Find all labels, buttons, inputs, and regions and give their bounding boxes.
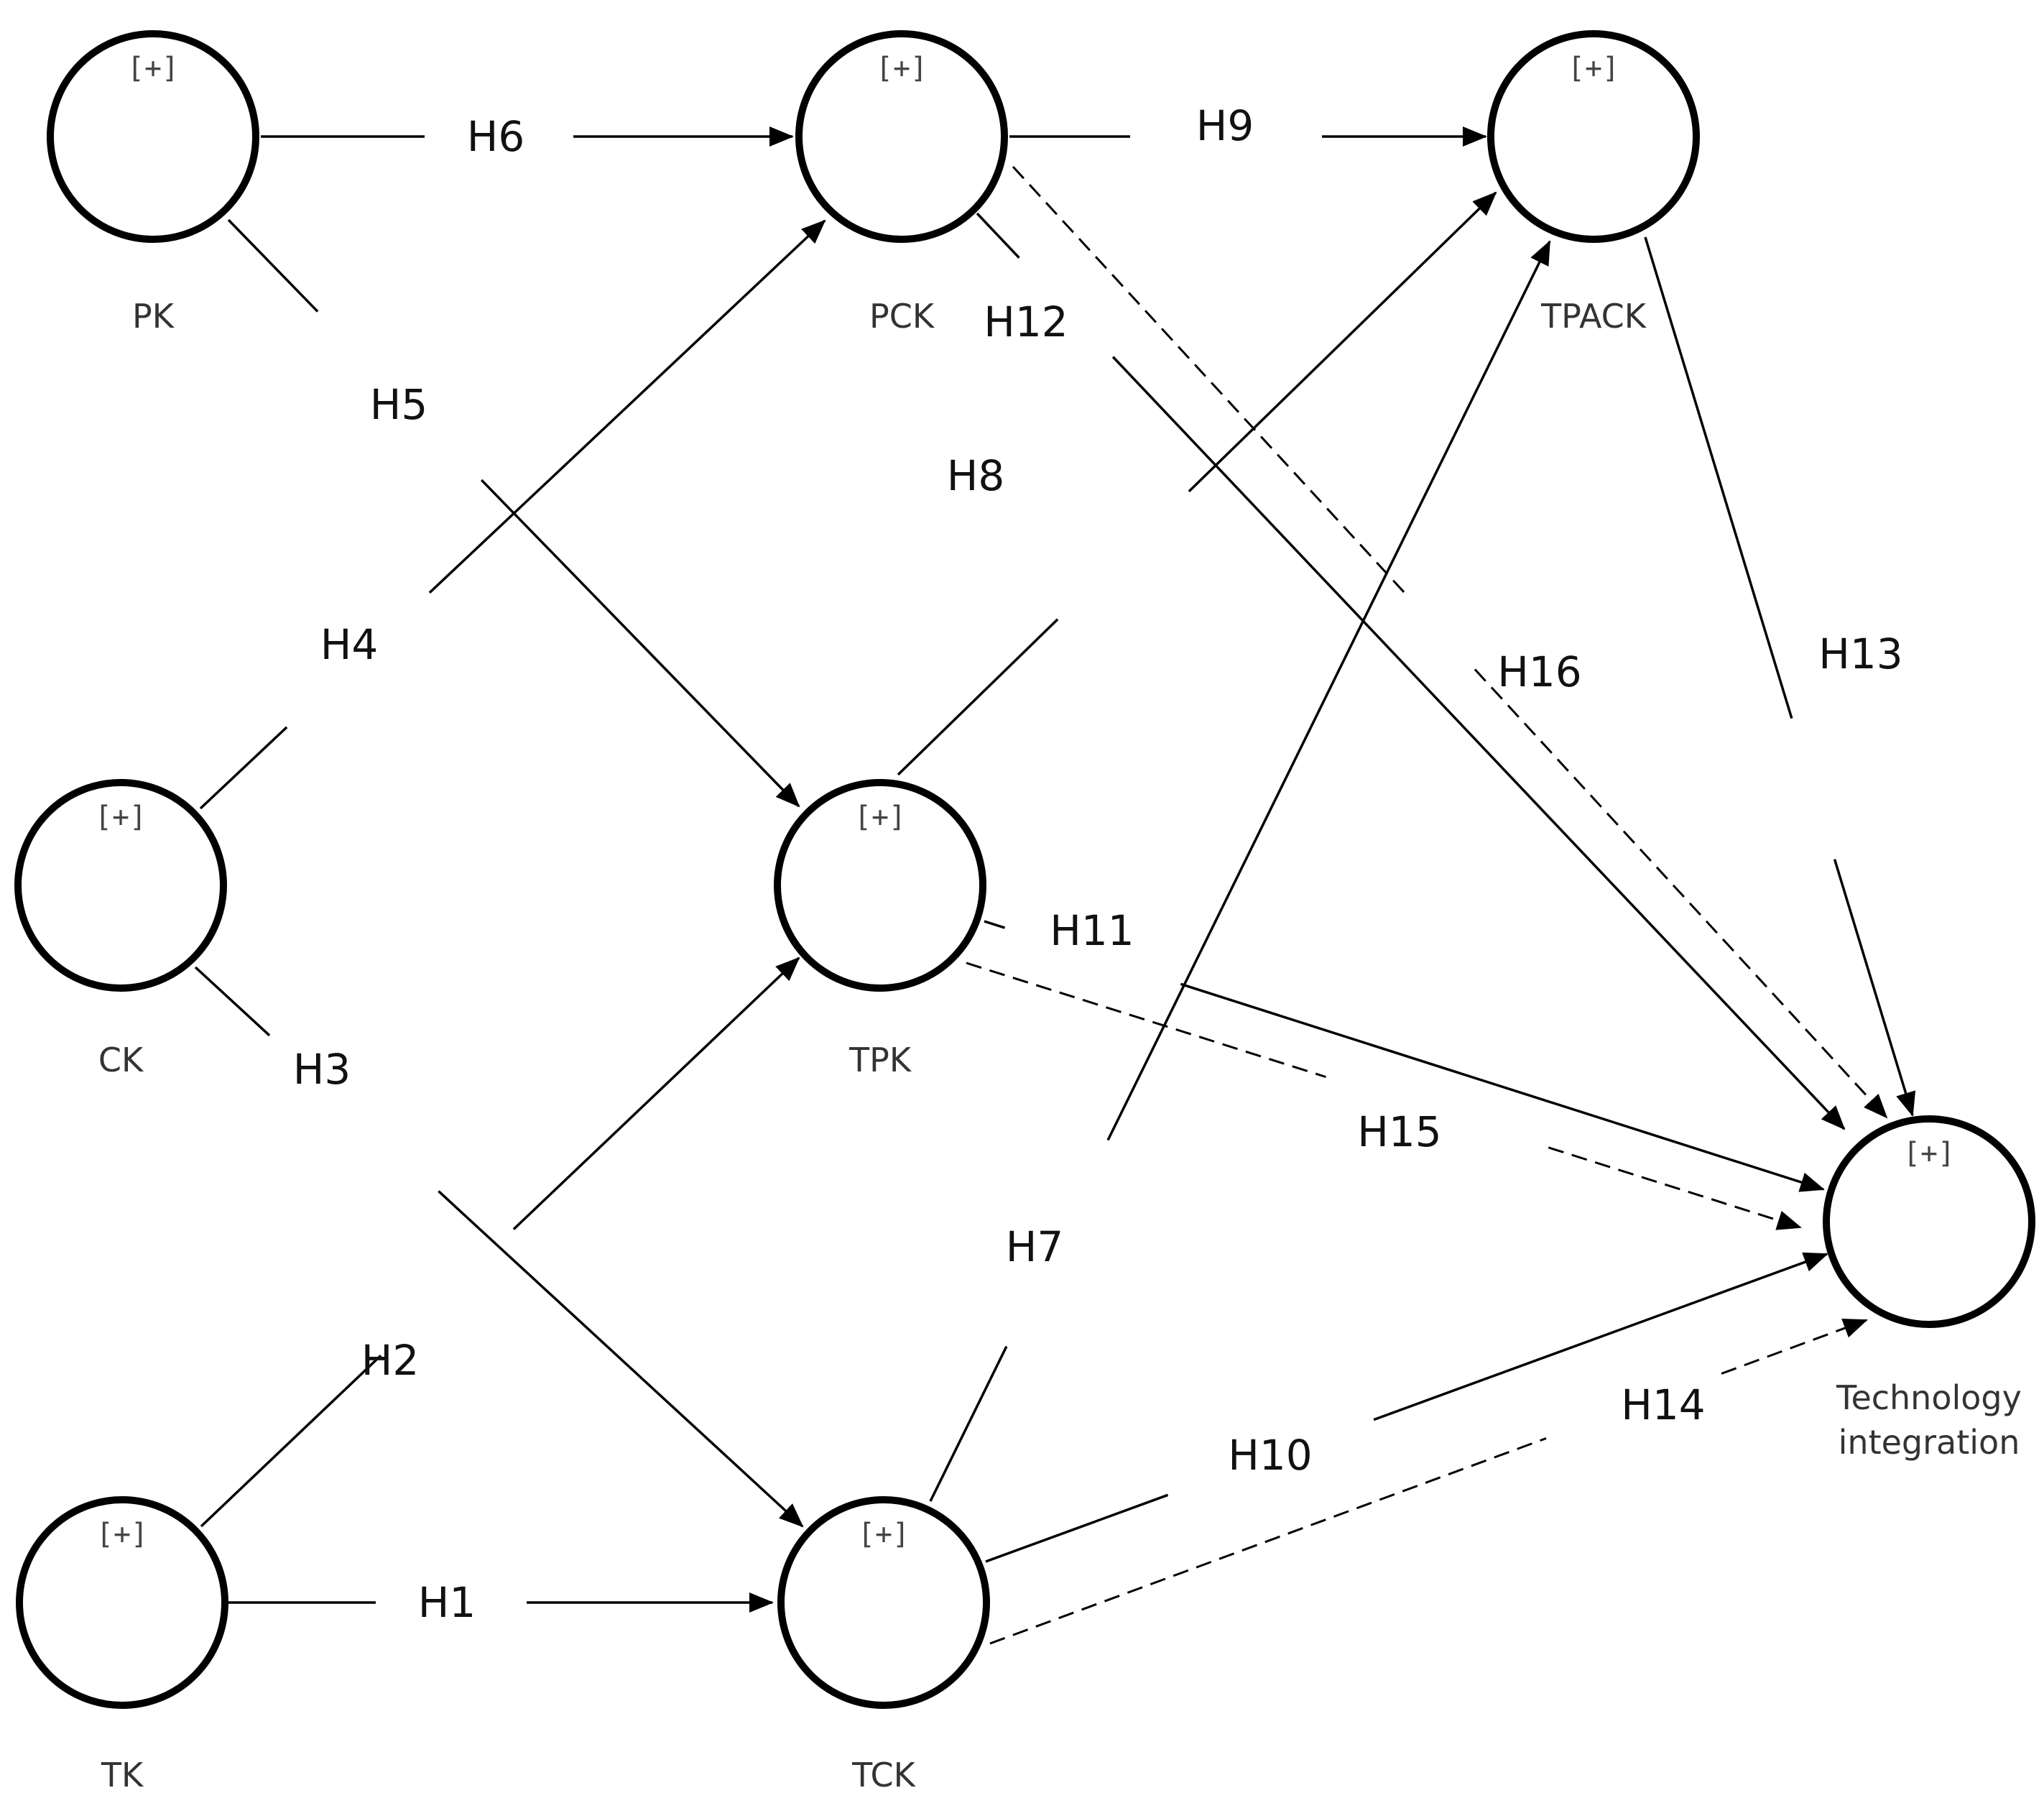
edge-h12-tail <box>976 212 1020 259</box>
edge-h5-tail <box>227 218 319 313</box>
node-tck: [+] TCK <box>777 1496 990 1794</box>
edge-h2: H2 <box>200 956 800 1528</box>
expand-marker[interactable]: [+] <box>127 52 179 85</box>
node-label-ck: CK <box>98 1041 144 1079</box>
node-circle-tck <box>777 1496 990 1709</box>
edge-h9: H9 <box>1009 101 1487 150</box>
edge-h5-head <box>480 479 800 808</box>
hypothesis-label-h13: H13 <box>1818 630 1902 678</box>
edge-h5: H5 <box>227 218 800 808</box>
edge-h8: H8 <box>897 191 1497 776</box>
edge-h11: H11 <box>984 906 1825 1192</box>
expand-marker[interactable]: [+] <box>876 52 928 85</box>
edge-h11-head <box>1180 982 1825 1192</box>
edge-h16: H16 <box>1012 165 1888 1119</box>
edge-h7: H7 <box>929 240 1551 1502</box>
hypothesis-label-h5: H5 <box>370 380 428 429</box>
node-circle-tpack <box>1487 30 1700 243</box>
hypothesis-label-h6: H6 <box>467 112 525 161</box>
edge-h8-head <box>1188 191 1497 493</box>
hypothesis-label-h4: H4 <box>320 620 379 669</box>
hypothesis-label-h11: H11 <box>1050 906 1134 955</box>
node-label-ti-line-1: Technology <box>1836 1378 2022 1417</box>
edge-h15: H15 <box>966 962 1802 1230</box>
node-pck: [+] PCK <box>795 30 1008 336</box>
node-circle-tpk <box>774 779 986 992</box>
edge-h7-tail <box>929 1345 1008 1502</box>
node-label-tpack: TPACK <box>1540 297 1647 336</box>
node-label-tck: TCK <box>851 1756 917 1794</box>
edge-h12: H12 <box>976 212 1846 1130</box>
edge-h14: H14 <box>989 1318 1868 1645</box>
node-pk: [+] PK <box>47 30 259 336</box>
node-ck: [+] CK <box>14 779 227 1079</box>
expand-marker[interactable]: [+] <box>1903 1137 1955 1170</box>
edge-h14-tail <box>989 1437 1547 1645</box>
node-label-ti-line-2: integration <box>1839 1423 2020 1462</box>
edge-h3-head <box>438 1190 804 1528</box>
edge-h3: H3 <box>194 966 804 1528</box>
hypothesis-label-h8: H8 <box>947 451 1005 500</box>
node-tpk: [+] TPK <box>774 779 986 1079</box>
hypothesis-label-h2: H2 <box>361 1336 420 1385</box>
edge-h13-head <box>1833 859 1916 1117</box>
edge-h2-tail <box>200 1355 382 1528</box>
expand-marker[interactable]: [+] <box>854 801 906 834</box>
edge-h15-head <box>1548 1146 1802 1230</box>
hypothesis-label-h14: H14 <box>1621 1380 1705 1429</box>
edge-h13: H13 <box>1644 236 1916 1117</box>
hypothesis-label-h12: H12 <box>984 298 1068 346</box>
edge-h4: H4 <box>199 219 826 810</box>
edge-h15-tail <box>966 962 1326 1079</box>
node-tpack: [+] TPACK <box>1487 30 1700 336</box>
hypothesis-label-h9: H9 <box>1196 101 1254 150</box>
edge-h6: H6 <box>261 112 794 161</box>
node-circle-pck <box>795 30 1008 243</box>
hypothesis-label-h16: H16 <box>1497 647 1581 696</box>
edge-h11-tail <box>984 920 1006 929</box>
expand-marker[interactable]: [+] <box>1568 52 1619 85</box>
expand-marker[interactable]: [+] <box>95 801 147 834</box>
edge-h8-tail <box>897 618 1059 776</box>
edge-h2-head <box>512 956 800 1230</box>
node-circle-tk <box>16 1496 228 1709</box>
node-ti: [+] Technology integration <box>1823 1115 2035 1462</box>
edge-h4-tail <box>199 726 288 810</box>
edge-h12-head <box>1111 356 1846 1130</box>
node-label-tk: TK <box>101 1756 144 1794</box>
hypothesis-label-h1: H1 <box>418 1578 476 1627</box>
hypothesis-label-h3: H3 <box>293 1045 351 1094</box>
node-circle-ck <box>14 779 227 992</box>
nodes-layer: [+] PK [+] PCK [+] TPACK [+] CK [+] TPK [+] TK [+] TC… <box>14 30 2035 1794</box>
expand-marker[interactable]: [+] <box>96 1518 148 1551</box>
edge-h16-head <box>1474 668 1888 1119</box>
edge-h13-tail <box>1644 236 1793 719</box>
node-label-tpk: TPK <box>848 1041 912 1079</box>
node-circle-pk <box>47 30 259 243</box>
edge-h16-tail <box>1012 165 1408 596</box>
hypothesis-label-h10: H10 <box>1228 1431 1312 1480</box>
expand-marker[interactable]: [+] <box>858 1518 910 1551</box>
node-label-pck: PCK <box>869 297 935 336</box>
edge-h7-head <box>1106 240 1551 1141</box>
node-circle-ti <box>1823 1115 2035 1328</box>
edge-h10-head <box>1373 1252 1828 1421</box>
hypothesis-label-h7: H7 <box>1006 1222 1064 1271</box>
node-tk: [+] TK <box>16 1496 228 1794</box>
edge-h10-tail <box>985 1493 1169 1563</box>
edge-h10: H10 <box>985 1252 1828 1563</box>
edge-h14-head <box>1721 1318 1868 1375</box>
hypothesis-label-h15: H15 <box>1357 1107 1441 1156</box>
edge-h3-tail <box>194 966 271 1037</box>
edge-h1: H1 <box>228 1578 774 1627</box>
node-label-pk: PK <box>132 297 175 336</box>
edge-h4-head <box>428 219 826 594</box>
